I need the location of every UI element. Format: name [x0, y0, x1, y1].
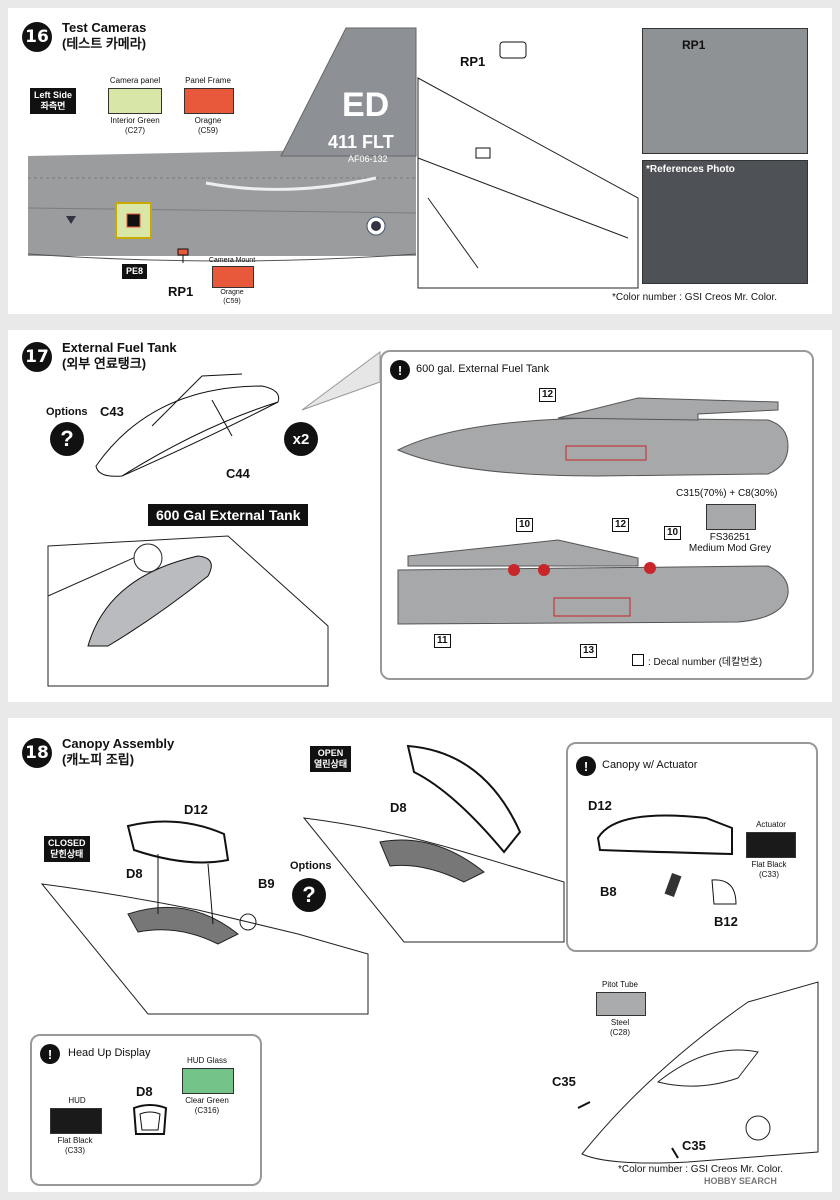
decal-number-10-a: 10	[516, 518, 534, 532]
step-number-badge: 16	[22, 22, 52, 52]
part-c43: C43	[100, 404, 124, 419]
camera-panel-label: Camera panel	[109, 76, 161, 85]
part-c35-a: C35	[552, 1074, 576, 1089]
hud-glass-color: Clear Green(C316)	[185, 1096, 229, 1115]
tank-side-view-top	[396, 397, 789, 477]
hud-exclamation-icon: !	[40, 1044, 60, 1064]
decal-number-11: 11	[434, 634, 451, 648]
options-question-icon: ?	[292, 878, 326, 912]
decal-number-13: 13	[580, 644, 598, 658]
panel-frame-color: Oragne(C59)	[194, 116, 222, 135]
options-label: Options	[290, 860, 332, 872]
part-c35-b: C35	[682, 1138, 706, 1153]
part-d12: D12	[184, 802, 208, 817]
mix-formula: C315(70%) + C8(30%)	[676, 488, 778, 499]
canopy-closed-illustration	[40, 820, 369, 1015]
times-two-badge: x2	[284, 422, 318, 456]
nose-pitot-illustration	[577, 981, 819, 1164]
step-title: Canopy Assembly (캐노피 조립)	[62, 736, 175, 767]
rp1-label-left: RP1	[168, 284, 194, 299]
part-b9: B9	[258, 876, 275, 891]
actuator-part-b12: B12	[714, 914, 738, 929]
hud-color: Flat Black(C33)	[57, 1136, 93, 1155]
part-d8: D8	[126, 866, 143, 881]
step-title: Test Cameras (테스트 카메라)	[62, 20, 147, 51]
aircraft-underside-illustration	[417, 41, 639, 289]
camera-mount-color: Oragne(C59)	[220, 289, 244, 305]
inset-rp1-label: RP1	[682, 38, 706, 52]
decal-note-box-icon	[632, 654, 644, 666]
actuator-label: Actuator	[756, 820, 786, 829]
decal-number-12-bottom: 12	[612, 518, 630, 532]
actuator-part-b8: B8	[600, 884, 617, 899]
decal-note: : Decal number (데칼번호)	[648, 657, 763, 668]
tank-side-view-bottom	[397, 539, 789, 625]
tail-unit: 411 FLT	[328, 132, 394, 152]
callout-exclamation-icon: !	[390, 360, 410, 380]
options-question-icon: ?	[50, 422, 84, 456]
tail-letters: ED	[342, 86, 390, 124]
color-note: *Color number : GSI Creos Mr. Color.	[612, 292, 778, 303]
step-title: External Fuel Tank (외부 연료탱크)	[62, 340, 177, 371]
camera-mount-swatch	[212, 266, 254, 288]
pitot-color: Steel(C28)	[609, 1018, 630, 1037]
medium-mod-grey-swatch	[706, 504, 756, 530]
step-number-badge: 18	[22, 738, 52, 768]
watermark-logo: HOBBY SEARCH	[704, 1176, 777, 1186]
hud-glass-label: HUD Glass	[186, 1056, 227, 1065]
tank-installation-illustration	[47, 535, 329, 687]
callout-pointer	[301, 351, 381, 411]
callout-title: 600 gal. External Fuel Tank	[416, 363, 550, 375]
pitot-label: Pitot Tube	[601, 980, 639, 989]
pe8-tag: PE8	[122, 264, 148, 279]
camera-panel-swatch	[108, 88, 162, 114]
panel-frame-label: Panel Frame	[185, 76, 231, 85]
actuator-box-title: Canopy w/ Actuator	[602, 759, 698, 771]
hud-glass-swatch	[182, 1068, 234, 1094]
actuator-exclamation-icon: !	[576, 756, 596, 776]
actuator-part-d12: D12	[588, 798, 612, 813]
hud-label: HUD	[68, 1096, 86, 1105]
reference-photo-label: *References Photo	[646, 164, 735, 175]
step-16-panel: 16 Test Cameras (테스트 카메라) ED 411 FLT AF0…	[8, 8, 832, 314]
hud-box-title: Head Up Display	[68, 1047, 151, 1059]
hud-part-illustration	[132, 1104, 168, 1135]
color-note: *Color number : GSI Creos Mr. Color.	[618, 1164, 784, 1175]
part-c44: C44	[226, 466, 250, 481]
step-17-panel: 17 External Fuel Tank (외부 연료탱크) Options …	[8, 330, 832, 702]
rp1-detail-photo	[642, 28, 808, 154]
hud-part-d8: D8	[136, 1084, 153, 1099]
step-number-badge: 17	[22, 342, 52, 372]
tank-banner: 600 Gal External Tank	[148, 504, 309, 526]
camera-mount-label: Camera Mount	[208, 257, 256, 264]
tail-serial: AF06-132	[348, 154, 388, 164]
reference-photo	[642, 160, 808, 284]
pitot-swatch	[596, 992, 646, 1016]
actuator-color: Flat Black(C33)	[751, 860, 787, 879]
hud-swatch	[50, 1108, 102, 1134]
decal-number-12-top: 12	[539, 388, 557, 402]
part-d8-open: D8	[390, 800, 407, 815]
canopy-open-illustration	[302, 744, 565, 943]
panel-frame-swatch	[184, 88, 234, 114]
rp1-label-right: RP1	[460, 54, 486, 69]
camera-panel-color: Interior Green(C27)	[110, 116, 160, 135]
actuator-canopy-illustration	[596, 814, 737, 905]
options-label: Options	[46, 406, 88, 418]
fuel-tank-parts-illustration	[95, 373, 280, 477]
decal-number-10-b: 10	[664, 526, 682, 540]
actuator-swatch	[746, 832, 796, 858]
aircraft-left-side-illustration	[27, 27, 417, 263]
